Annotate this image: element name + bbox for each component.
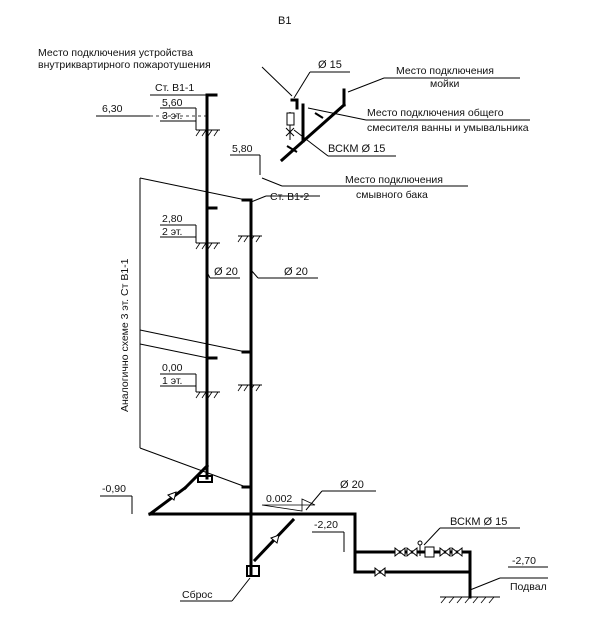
leader-tank (261, 177, 283, 187)
level-marks (96, 107, 548, 568)
reset-label: Сброс (182, 589, 213, 601)
branch-tick (286, 145, 298, 153)
d20-bottom-label: Ø 20 (340, 479, 364, 491)
leader-d20-bottom (305, 490, 323, 511)
slope-label: 0.002 (266, 493, 292, 505)
check-valve-icon (270, 534, 280, 544)
drain-box (246, 565, 260, 577)
riser2-label: Ст. В1-2 (270, 191, 309, 203)
sink-label-1: Место подключения (396, 65, 494, 77)
analog-bracket (139, 177, 247, 488)
basement-label: Подвал (510, 581, 547, 593)
leader-riser2 (250, 195, 267, 203)
diagram-title: В1 (278, 15, 291, 27)
riser1-label: Ст. В1-1 (155, 82, 194, 94)
level-6-30: 6,30 (102, 103, 123, 115)
d20-right-label: Ø 20 (284, 266, 308, 278)
level-2-80: 2,80 (162, 213, 183, 225)
sink-label-2: мойки (430, 78, 460, 90)
fire-device-label-1: Место подключения устройства (38, 47, 193, 59)
level-5-80: 5,80 (232, 143, 253, 155)
leader-fire-device (261, 66, 293, 97)
tank-label-2: смывного бака (356, 189, 428, 201)
leader-mixer (307, 107, 367, 121)
floor-2-label: 2 эт. (162, 226, 182, 238)
leader-reset (231, 577, 251, 602)
inlet-valves (374, 540, 463, 578)
level-minus-2-20: -2,20 (314, 519, 338, 531)
d15-top-label: Ø 15 (318, 59, 342, 71)
leader-d20-left (206, 271, 211, 279)
level-0-00: 0,00 (162, 362, 183, 374)
mixer-label-2: смесителя ванны и умывальника (367, 122, 529, 134)
check-valve-icon (167, 491, 177, 501)
analog-scheme-label: Аналогично схеме 3 эт. Ст В1-1 (119, 258, 131, 412)
tank-label-1: Место подключения (345, 174, 443, 186)
mixer-label-1: Место подключения общего (367, 107, 504, 119)
leader-d20-right (250, 269, 259, 279)
vskm-bottom-label: ВСКМ Ø 15 (450, 516, 507, 528)
fire-device-label-2: внутриквартирного пожаротушения (38, 59, 211, 71)
leader-vskm-bottom (423, 527, 441, 546)
diag-pipe-left (147, 485, 188, 517)
riser-base (197, 475, 213, 483)
diag-pipe-left-2 (182, 463, 210, 491)
floor-1-label: 1 эт. (162, 375, 182, 387)
level-5-60: 5,60 (162, 97, 183, 109)
floor-3-label: 3 эт. (162, 110, 182, 122)
valve-icon (285, 127, 295, 137)
level-minus-2-70: -2,70 (512, 555, 536, 567)
water-meter-icon (286, 112, 295, 126)
leader-basement (469, 577, 501, 591)
slope-arrow (261, 498, 316, 512)
leader-vskm (293, 129, 329, 157)
level-minus-0-90: -0,90 (102, 483, 126, 495)
branch-tick (314, 112, 324, 119)
leader-d15 (293, 71, 311, 99)
d20-left-label: Ø 20 (214, 266, 238, 278)
vskm-top-label: ВСКМ Ø 15 (328, 143, 385, 155)
apartment-branch-pipe (279, 102, 347, 163)
leader-sink (347, 77, 385, 93)
